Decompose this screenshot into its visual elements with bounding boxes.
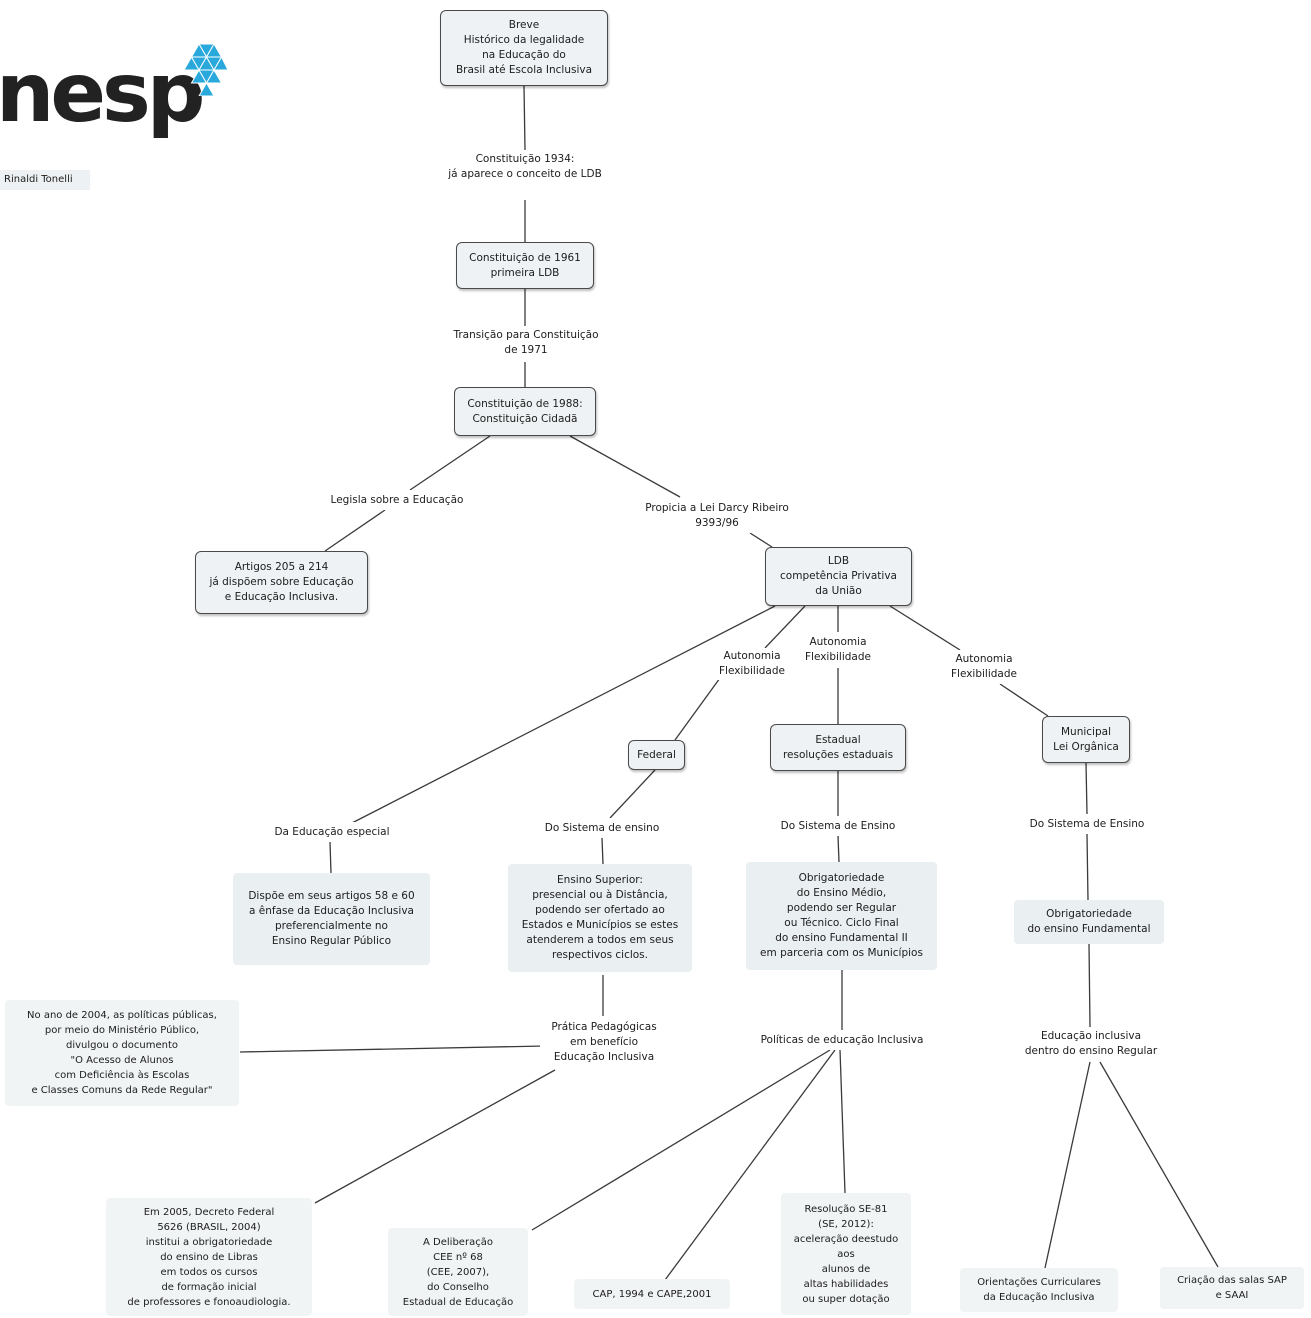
label-propicia-lei: Propicia a Lei Darcy Ribeiro 9393/96 [633,499,801,533]
label-educacao-inclusiva-regular: Educação inclusiva dentro do ensino Regu… [1012,1027,1170,1061]
node-cap-cape: CAP, 1994 e CAPE,2001 [574,1279,730,1309]
node-breve: Breve Histórico da legalidade na Educaçã… [440,10,608,86]
node-dispoe-artigos: Dispõe em seus artigos 58 e 60 a ênfase … [233,873,430,965]
label-legisla-educacao: Legisla sobre a Educação [320,490,474,510]
logo: nesp [0,44,240,144]
logo-text: nesp [0,46,205,141]
node-ldb: LDB competência Privativa da União [765,547,912,606]
node-ensino-medio: Obrigatoriedade do Ensino Médio, podendo… [746,862,937,970]
label-autonomia-estadual: Autonomia Flexibilidade [798,632,878,668]
label-politicas-inclusiva: Políticas de educação Inclusiva [746,1030,938,1050]
node-ensino-superior: Ensino Superior: presencial ou à Distânc… [508,864,692,972]
node-municipal: Municipal Lei Orgânica [1042,716,1130,763]
node-ensino-fundamental: Obrigatoriedade do ensino Fundamental [1014,900,1164,944]
node-decreto-2005: Em 2005, Decreto Federal 5626 (BRASIL, 2… [106,1198,312,1316]
node-ano-2004: No ano de 2004, as políticas públicas, p… [5,1000,239,1106]
node-resolucao-se81: Resolução SE-81 (SE, 2012): aceleração d… [781,1193,911,1315]
label-sistema-ensino-estadual: Do Sistema de Ensino [766,816,910,836]
label-autonomia-federal: Autonomia Flexibilidade [712,648,792,680]
label-constituicao-1934: Constituição 1934: já aparece o conceito… [432,150,618,184]
node-federal: Federal [628,740,685,770]
node-constituicao-1988: Constituição de 1988: Constituição Cidad… [454,387,596,436]
label-autonomia-municipal: Autonomia Flexibilidade [944,650,1024,684]
logo-mark-icon [183,44,228,96]
node-deliberacao-cee: A Deliberação CEE nº 68 (CEE, 2007), do … [388,1228,528,1316]
node-constituicao-1961: Constituição de 1961 primeira LDB [456,242,594,289]
label-pratica-pedagogica: Prática Pedagógicas em benefício Educaçã… [540,1016,668,1068]
label-sistema-ensino-federal: Do Sistema de ensino [530,818,674,838]
node-estadual: Estadual resoluções estaduais [770,724,906,771]
node-criacao-salas: Criação das salas SAP e SAAI [1160,1267,1304,1309]
node-artigos-205-214: Artigos 205 a 214 já dispõem sobre Educa… [195,551,368,614]
label-transicao-1971: Transição para Constituição de 1971 [440,326,612,360]
author-label: Rinaldi Tonelli [0,170,90,190]
label-sistema-ensino-municipal: Do Sistema de Ensino [1015,814,1159,834]
node-orientacoes-curriculares: Orientações Curriculares da Educação Inc… [960,1268,1118,1312]
label-educacao-especial: Da Educação especial [258,822,406,842]
